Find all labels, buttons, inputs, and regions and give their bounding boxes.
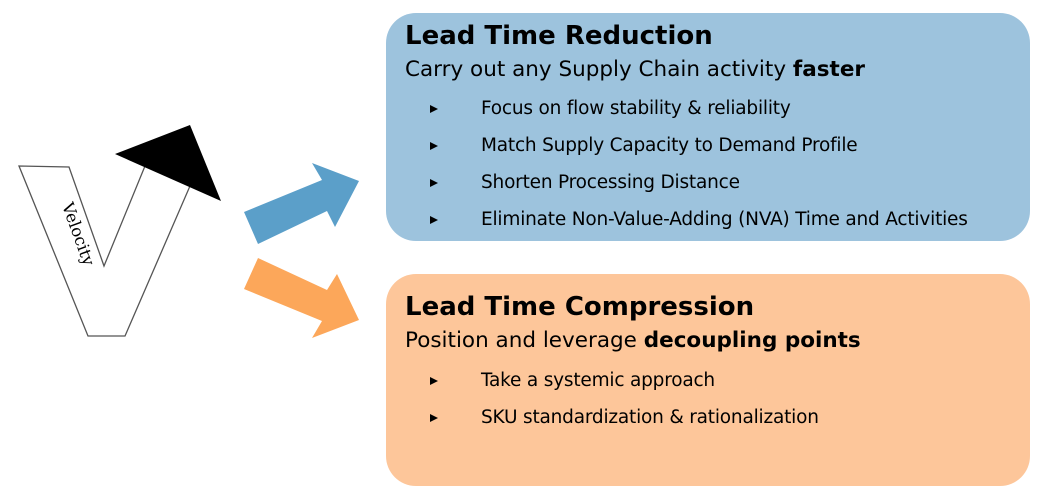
- bullet-text: Eliminate Non-Value-Adding (NVA) Time an…: [481, 209, 968, 230]
- reduction-subtitle-emphasis: faster: [792, 57, 866, 82]
- bullet-text: Shorten Processing Distance: [481, 172, 740, 193]
- bullet-arrow-icon: [430, 414, 438, 422]
- bullet-arrow-icon: [430, 142, 438, 150]
- bullet-text: Focus on flow stability & reliability: [481, 98, 791, 119]
- bullet-arrow-icon: [430, 179, 438, 187]
- reduction-subtitle: Carry out any Supply Chain activity fast…: [405, 57, 865, 82]
- compression-title: Lead Time Compression: [405, 292, 755, 322]
- compression-arrow: [244, 258, 359, 338]
- bullet-text: Match Supply Capacity to Demand Profile: [481, 135, 858, 156]
- lead-time-reduction-box: Lead Time Reduction Carry out any Supply…: [386, 13, 1030, 241]
- velocity-black-triangle: [115, 125, 221, 201]
- reduction-arrow: [244, 163, 359, 244]
- velocity-v-shape: [18, 165, 191, 337]
- compression-subtitle-text: Position and leverage: [405, 328, 644, 353]
- bullet-arrow-icon: [430, 216, 438, 224]
- bullet-text: SKU standardization & rationalization: [481, 407, 819, 428]
- reduction-title: Lead Time Reduction: [405, 21, 713, 51]
- reduction-subtitle-text: Carry out any Supply Chain activity: [405, 57, 793, 82]
- compression-subtitle-emphasis: decoupling points: [643, 328, 861, 353]
- bullet-arrow-icon: [430, 377, 438, 385]
- compression-subtitle: Position and leverage decoupling points: [405, 328, 861, 353]
- bullet-text: Take a systemic approach: [481, 370, 715, 391]
- lead-time-compression-box: Lead Time Compression Position and lever…: [386, 274, 1030, 486]
- bullet-arrow-icon: [430, 105, 438, 113]
